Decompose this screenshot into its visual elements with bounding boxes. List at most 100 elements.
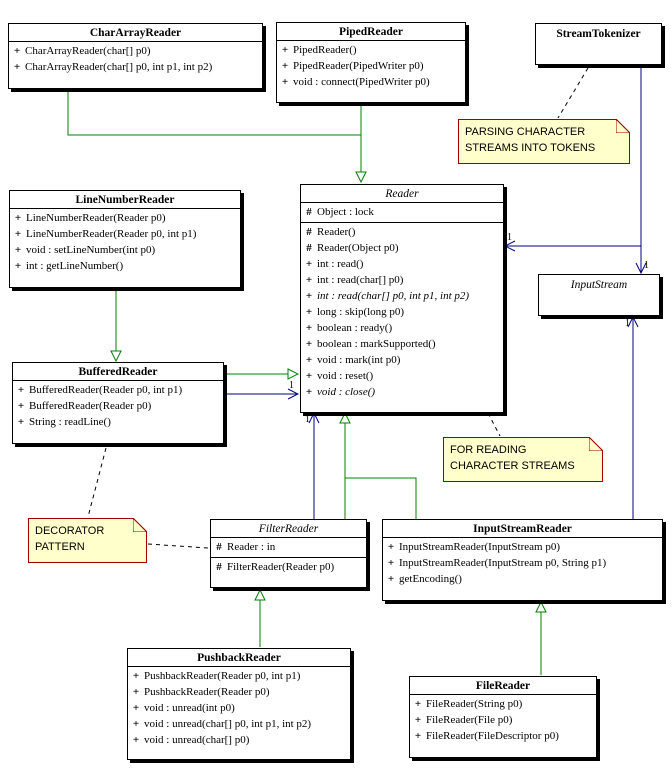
class-streamtokenizer[interactable]: StreamTokenizer (535, 23, 662, 65)
method-row: +boolean : markSupported() (301, 336, 503, 352)
public-marker: + (132, 670, 140, 682)
class-name: PushbackReader (128, 649, 350, 667)
note-link-reading (487, 412, 501, 437)
public-marker: + (132, 718, 140, 730)
methods-section: +BufferedReader(Reader p0, int p1) +Buff… (13, 381, 223, 432)
public-marker: + (305, 274, 313, 286)
protected-marker: # (216, 561, 222, 573)
class-name: FilterReader (211, 520, 366, 538)
public-marker: + (305, 370, 313, 382)
method-row: +String : readLine() (13, 414, 223, 430)
class-linenumberreader[interactable]: LineNumberReader +LineNumberReader(Reade… (9, 190, 241, 288)
method-row: +CharArrayReader(char[] p0) (9, 43, 262, 59)
method-row: +void : setLineNumber(int p0) (10, 242, 240, 258)
class-inputstream[interactable]: InputStream (538, 274, 660, 316)
public-marker: + (414, 714, 422, 726)
protected-marker: # (306, 206, 312, 218)
multiplicity-tokenizer-reader: 1 (507, 232, 512, 243)
class-pipedreader[interactable]: PipedReader +PipedReader() +PipedReader(… (276, 22, 466, 103)
method-row: +void : mark(int p0) (301, 352, 503, 368)
public-marker: + (387, 573, 395, 585)
methods-section: +LineNumberReader(Reader p0) +LineNumber… (10, 209, 240, 276)
methods-section: #Reader() #Reader(Object p0) +int : read… (301, 223, 503, 402)
public-marker: + (14, 244, 22, 256)
method-row: +PushbackReader(Reader p0, int p1) (128, 668, 350, 684)
public-marker: + (305, 338, 313, 350)
class-chararrayreader[interactable]: CharArrayReader +CharArrayReader(char[] … (8, 23, 263, 89)
public-marker: + (387, 557, 395, 569)
public-marker: + (305, 306, 313, 318)
method-row: +FileReader(String p0) (410, 696, 596, 712)
class-name: Reader (301, 185, 503, 203)
public-marker: + (414, 730, 422, 742)
method-row-abstract: +void : close() (301, 384, 503, 400)
gen-chararrayreader-reader (67, 90, 361, 136)
class-inputstreamreader[interactable]: InputStreamReader +InputStreamReader(Inp… (382, 519, 663, 601)
method-row: +void : connect(PipedWriter p0) (277, 74, 465, 90)
note-reading-character-streams: FOR READING CHARACTER STREAMS (443, 437, 603, 482)
method-row: +void : unread(char[] p0, int p1, int p2… (128, 716, 350, 732)
method-row: +PushbackReader(Reader p0) (128, 684, 350, 700)
method-row: +int : read(char[] p0) (301, 272, 503, 288)
method-row: +LineNumberReader(Reader p0, int p1) (10, 226, 240, 242)
public-marker: + (17, 400, 25, 412)
note-decorator-pattern: DECORATOR PATTERN (28, 518, 147, 563)
class-bufferedreader[interactable]: BufferedReader +BufferedReader(Reader p0… (12, 362, 224, 444)
method-row: +BufferedReader(Reader p0) (13, 398, 223, 414)
methods-section: +CharArrayReader(char[] p0) +CharArrayRe… (9, 42, 262, 77)
class-name: BufferedReader (13, 363, 223, 381)
protected-marker: # (306, 226, 312, 238)
multiplicity-filter-reader: 1 (305, 414, 310, 425)
public-marker: + (14, 212, 22, 224)
public-marker: + (132, 702, 140, 714)
class-name: InputStream (570, 279, 628, 291)
method-row: +getEncoding() (383, 571, 662, 587)
method-row: #FilterReader(Reader p0) (211, 559, 366, 575)
public-marker: + (14, 260, 22, 272)
method-row: +FileReader(File p0) (410, 712, 596, 728)
class-name: InputStreamReader (383, 520, 662, 538)
public-marker: + (281, 76, 289, 88)
public-marker: + (305, 290, 313, 302)
methods-section: +PushbackReader(Reader p0, int p1) +Push… (128, 667, 350, 750)
public-marker: + (132, 686, 140, 698)
method-row-abstract: +int : read(char[] p0, int p1, int p2) (301, 288, 503, 304)
public-marker: + (414, 698, 422, 710)
class-name: LineNumberReader (10, 191, 240, 209)
gen-inputstreamreader-reader (345, 477, 417, 519)
method-row: +BufferedReader(Reader p0, int p1) (13, 382, 223, 398)
method-row: #Reader(Object p0) (301, 240, 503, 256)
class-filterreader[interactable]: FilterReader #Reader : in #FilterReader(… (210, 519, 367, 588)
method-row: +void : unread(int p0) (128, 700, 350, 716)
methods-section: +PipedReader() +PipedReader(PipedWriter … (277, 41, 465, 92)
class-pushbackreader[interactable]: PushbackReader +PushbackReader(Reader p0… (127, 648, 351, 760)
attributes-section: #Reader : in (211, 538, 366, 558)
public-marker: + (13, 45, 21, 57)
method-row: +PipedReader(PipedWriter p0) (277, 58, 465, 74)
public-marker: + (17, 416, 25, 428)
method-row: +CharArrayReader(char[] p0, int p1, int … (9, 59, 262, 75)
method-row: +LineNumberReader(Reader p0) (10, 210, 240, 226)
public-marker: + (387, 541, 395, 553)
public-marker: + (17, 384, 25, 396)
method-row: +void : reset() (301, 368, 503, 384)
protected-marker: # (216, 541, 222, 553)
public-marker: + (14, 228, 22, 240)
method-row: +boolean : ready() (301, 320, 503, 336)
method-row: #Reader() (301, 224, 503, 240)
class-name: FileReader (410, 677, 596, 695)
protected-marker: # (306, 242, 312, 254)
class-filereader[interactable]: FileReader +FileReader(String p0) +FileR… (409, 676, 597, 758)
note-fold-icon (589, 437, 603, 451)
multiplicity-tokenizer-inputstream: 1 (644, 260, 649, 271)
method-row: +PipedReader() (277, 42, 465, 58)
method-row: +long : skip(long p0) (301, 304, 503, 320)
public-marker: + (305, 354, 313, 366)
note-fold-icon (133, 518, 147, 532)
note-link-parsing (557, 67, 589, 119)
method-row: +InputStreamReader(InputStream p0) (383, 539, 662, 555)
public-marker: + (281, 60, 289, 72)
class-reader[interactable]: Reader #Object : lock #Reader() #Reader(… (300, 184, 504, 413)
attribute-row: #Reader : in (211, 539, 366, 555)
